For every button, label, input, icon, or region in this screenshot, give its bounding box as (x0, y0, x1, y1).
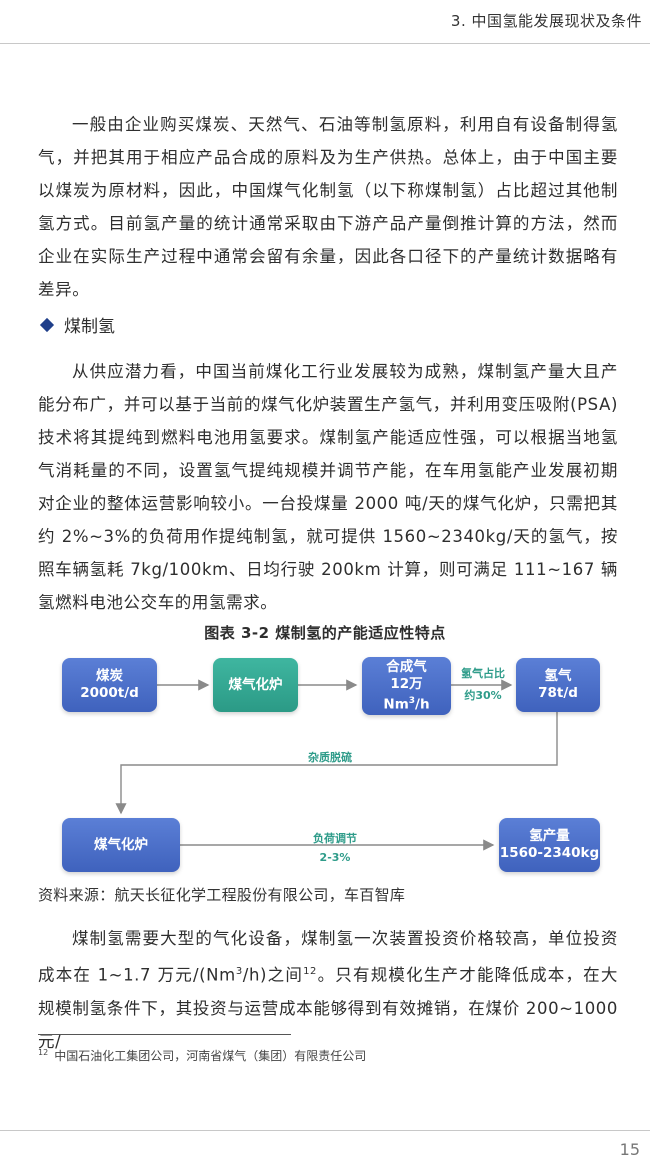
syngas-label: 合成气 (386, 658, 427, 675)
load-adjust-value: 2-3% (319, 851, 351, 864)
footer-divider (0, 1130, 650, 1131)
footnote-text: 中国石油化工集团公司，河南省煤气（集团）有限责任公司 (54, 1049, 367, 1063)
gasifier-bottom-label: 煤气化炉 (94, 836, 148, 853)
footnote-ref: 12 (303, 966, 317, 977)
syngas-box: 合成气 12万 Nm3/h (362, 657, 451, 715)
body-paragraph-3: 煤制氢需要大型的气化设备，煤制氢一次装置投资价格较高，单位投资成本在 1~1.7… (38, 929, 618, 1051)
header-divider (0, 43, 650, 44)
footnote: 12 中国石油化工集团公司，河南省煤气（集团）有限责任公司 (38, 1047, 366, 1064)
hydrogen-amount: 78t/d (538, 685, 578, 701)
diagram-connectors (115, 679, 558, 851)
flow-diagram: 煤炭 2000t/d 煤气化炉 合成气 12万 Nm3/h 氢气占比 约30% … (0, 645, 650, 885)
output-label: 氢产量 (529, 828, 570, 844)
footnote-divider (38, 1034, 291, 1035)
body-paragraph-2: 从供应潜力看，中国当前煤化工行业发展较为成熟，煤制氢产量大且产能分布广，并可以基… (38, 362, 618, 612)
diamond-bullet-icon (39, 317, 55, 333)
output-amount: 1560-2340kg (499, 845, 600, 861)
figure-caption: 图表 3-2 煤制氢的产能适应性特点 (204, 624, 446, 642)
desulfurization-label: 杂质脱硫 (308, 751, 352, 764)
gasifier-top-label: 煤气化炉 (228, 676, 283, 693)
coal-amount: 2000t/d (80, 685, 139, 701)
h2-ratio-label: 氢气占比 约30% (461, 667, 505, 702)
page-header: 3. 中国氢能发展现状及条件 (0, 0, 650, 44)
syngas-amount: 12万 (390, 675, 423, 692)
arrow-hydrogen-to-gasifier-bottom (115, 710, 558, 815)
figure-source: 资料来源：航天长征化学工程股份有限公司，车百智库 (38, 886, 406, 904)
header-title: 3. 中国氢能发展现状及条件 (450, 12, 642, 30)
syngas-unit: Nm3/h (383, 695, 430, 713)
load-adjust-label: 负荷调节 (313, 832, 357, 845)
body-paragraph-1: 一般由企业购买煤炭、天然气、石油等制氢原料，利用自有设备制得氢气，并把其用于相应… (38, 115, 618, 299)
hydrogen-box: 氢气 78t/d (516, 658, 600, 712)
hydrogen-output-box: 氢产量 1560-2340kg (499, 818, 600, 872)
coal-box: 煤炭 2000t/d (62, 658, 157, 712)
gasifier-box-top: 煤气化炉 (213, 658, 298, 712)
page-number: 15 (619, 1140, 640, 1159)
section-title: 煤制氢 (64, 317, 115, 337)
gasifier-box-bottom: 煤气化炉 (62, 818, 180, 872)
section-heading: 煤制氢 (38, 312, 115, 342)
coal-label: 煤炭 (96, 668, 123, 684)
hydrogen-label: 氢气 (544, 668, 572, 684)
footnote-number: 12 (38, 1048, 49, 1057)
